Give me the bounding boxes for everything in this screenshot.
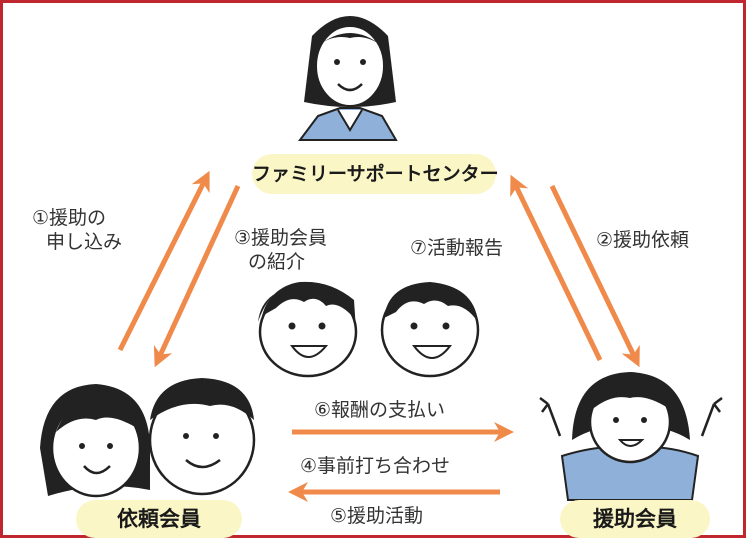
step-1-line2: 申し込み [46,231,123,253]
step-2-label: ②援助依頼 [596,229,690,251]
step-6-label: ⑥報酬の支払い [314,399,446,421]
helping-member-label: 援助会員 [560,500,710,538]
step-3-line1: ③援助会員 [234,227,328,249]
step-7-label: ⑦活動報告 [410,237,504,259]
step-5-label: ⑤援助活動 [330,505,424,527]
arrow-request-help [549,184,640,368]
step-1-label: ①援助の 申し込み [32,206,122,254]
arrow-report [510,174,603,362]
requesting-member-label: 依頼会員 [76,500,242,538]
step-4-label: ④事前打ち合わせ [300,455,451,477]
requesting-members-illustration [40,378,256,498]
arrow-apply [117,170,210,352]
step-3-line2: の紹介 [248,251,306,273]
helping-member-illustration [539,372,723,501]
children-illustration [258,281,480,378]
family-support-center-label: ファミリーサポートセンター [252,154,499,194]
center-staff-illustration [298,16,398,141]
step-3-label: ③援助会員 の紹介 [234,226,327,274]
arrow-introduce [153,184,241,368]
step-1-line1: ①援助の [32,207,107,229]
